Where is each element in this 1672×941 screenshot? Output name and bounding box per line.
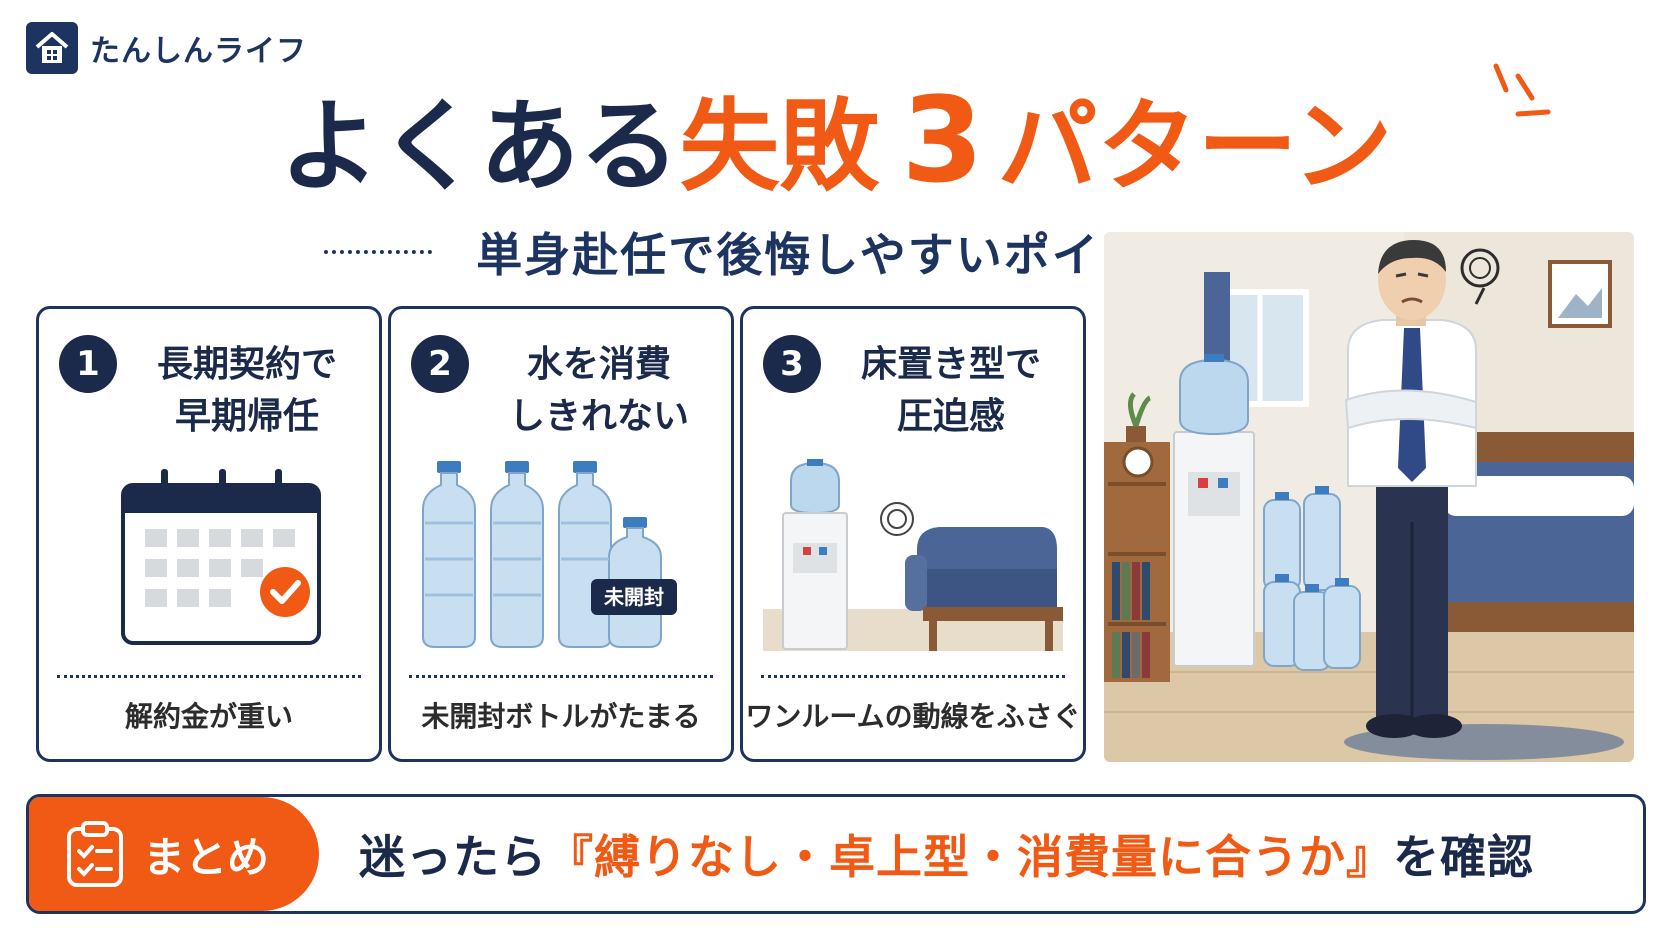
- headline-number: 3: [901, 71, 984, 209]
- card-title: 床置き型で 圧迫感: [860, 344, 1041, 437]
- card-title: 長期契約で 早期帰任: [156, 344, 337, 437]
- water-bottles-icon: [422, 461, 677, 648]
- card-long-contract: 1 長期契約で 早期帰任 解約金が重い: [36, 306, 382, 762]
- checklist-icon: [67, 821, 123, 887]
- troubled-man-room-illustration: [1104, 232, 1634, 762]
- subtitle-row: 単身赴任で後悔しやすいポイント: [0, 222, 1672, 282]
- summary-tag: まとめ: [29, 797, 319, 911]
- card-caption: 解約金が重い: [124, 700, 293, 733]
- subtitle: 単身赴任で後悔しやすいポイント: [476, 228, 1196, 282]
- brand-name: たんしんライフ: [90, 34, 307, 69]
- summary-text: 迷ったら『縛りなし・卓上型・消費量に合うか』を確認: [359, 797, 1534, 911]
- summary-banner: まとめ 迷ったら『縛りなし・卓上型・消費量に合うか』を確認: [26, 794, 1646, 914]
- summary-text-after: を確認: [1393, 830, 1534, 884]
- card-divider: [761, 675, 1065, 678]
- card-title: 水を消費 しきれない: [508, 344, 689, 437]
- brand: たんしんライフ: [26, 22, 307, 74]
- card-divider: [409, 675, 713, 678]
- dotted-divider-left: [324, 250, 433, 254]
- card-floor-standing: 3 床置き型で 圧迫感 ワンルームの動線をふさぐ: [740, 306, 1086, 762]
- card-divider: [57, 675, 361, 678]
- water-server-icon: [763, 459, 1063, 651]
- card-caption: 未開封ボトルがたまる: [421, 700, 701, 733]
- house-icon: [26, 22, 78, 74]
- card-caption: ワンルームの動線をふさぐ: [745, 700, 1081, 733]
- summary-text-before: 迷ったら: [359, 830, 547, 884]
- summary-label: まとめ: [143, 832, 270, 882]
- headline-part3: パターン: [997, 88, 1393, 205]
- emphasis-burst-icon: [1493, 63, 1551, 117]
- card-number-badge: 3: [763, 335, 821, 393]
- headline-part1: よくある: [279, 88, 680, 205]
- headline-part2: 失敗: [679, 88, 880, 205]
- calendar-icon: [121, 469, 321, 645]
- summary-highlight: 『縛りなし・卓上型・消費量に合うか』: [547, 830, 1393, 884]
- card-water-surplus: 2 水を消費 しきれない 未開封 未開封ボトルがたまる: [388, 306, 734, 762]
- card-number-badge: 1: [59, 335, 117, 393]
- unopened-tag: 未開封: [604, 585, 664, 609]
- card-number-badge: 2: [411, 335, 469, 393]
